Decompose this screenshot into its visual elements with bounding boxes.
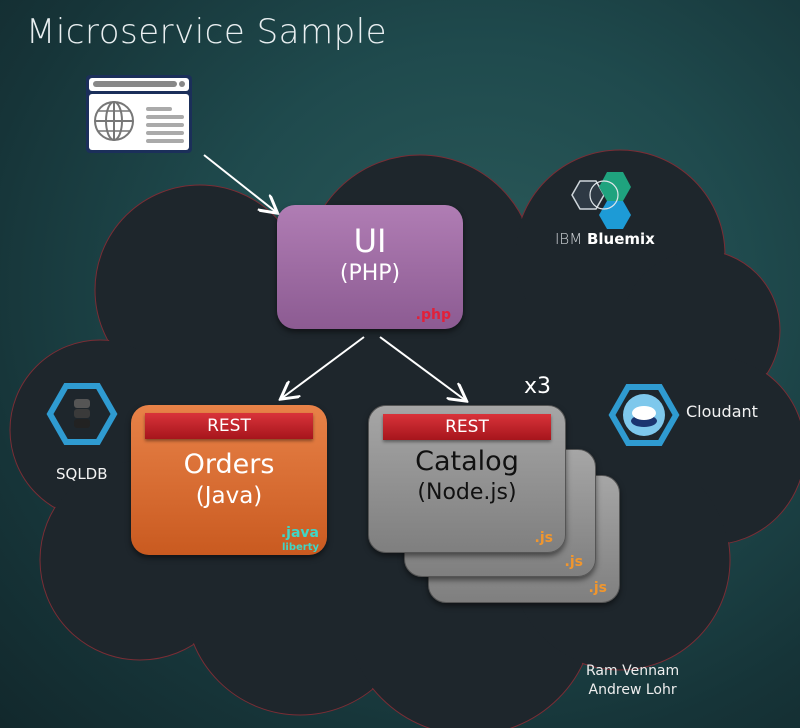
bluemix-label: IBM Bluemix [555, 230, 655, 248]
ui-service-tech: (PHP) [339, 261, 401, 286]
bluemix-logo-icon [571, 172, 631, 229]
page-title: Microservice Sample [26, 12, 388, 52]
author-name: Andrew Lohr [588, 682, 677, 698]
ui-service-name: UI [353, 222, 387, 260]
instance-count-label: x3 [524, 374, 552, 399]
catalog-service-box[interactable]: REST Catalog (Node.js) .js [368, 405, 566, 553]
arrow-ui-to-orders [282, 336, 365, 398]
java-ext-label: .java [280, 525, 319, 541]
orders-service-name: Orders [183, 449, 275, 480]
arrow-ui-to-catalog [379, 336, 465, 400]
orders-rest-badge: REST [145, 413, 313, 439]
php-ext-label: .php [415, 307, 451, 323]
bluemix-text: Bluemix [586, 230, 655, 248]
js-ext-label: .js [564, 554, 583, 570]
ui-service-box[interactable]: UI (PHP) .php [277, 205, 463, 329]
browser-globe-icon [86, 75, 192, 153]
js-ext-label: .js [534, 530, 553, 546]
cloudant-icon [608, 384, 680, 446]
catalog-rest-badge: REST [383, 414, 551, 440]
cloudant-label: Cloudant [686, 402, 758, 421]
orders-service-box[interactable]: REST Orders (Java) .java liberty [131, 405, 327, 555]
orders-service-tech: (Java) [195, 483, 263, 509]
ibm-text: IBM [555, 230, 583, 248]
authors: Ram Vennam Andrew Lohr [586, 662, 679, 700]
liberty-label: liberty [281, 542, 319, 553]
catalog-service-tech: (Node.js) [417, 480, 517, 505]
author-name: Ram Vennam [586, 663, 680, 679]
catalog-service-name: Catalog [415, 446, 519, 477]
sqldb-icon [46, 383, 118, 445]
js-ext-label: .js [588, 580, 607, 596]
arrow-client-to-ui [203, 154, 276, 212]
sqldb-label: SQLDB [56, 465, 108, 483]
